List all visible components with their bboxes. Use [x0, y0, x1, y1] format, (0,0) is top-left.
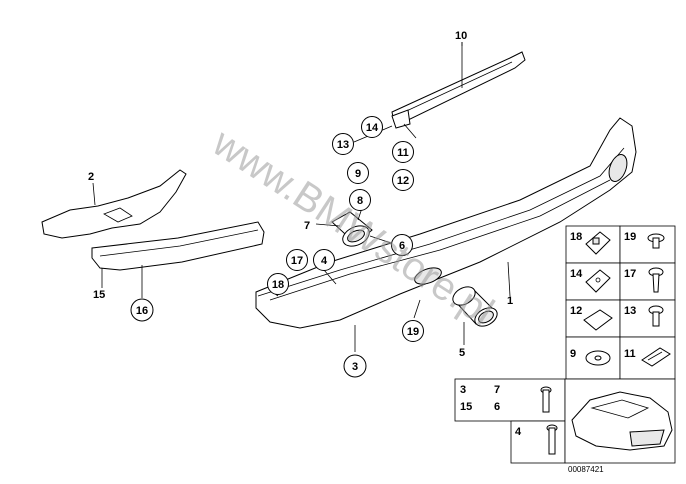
callout-16[interactable]: 16 [130, 298, 154, 322]
svg-text:13: 13 [337, 139, 349, 151]
legend-label: 19 [624, 231, 636, 243]
svg-text:8: 8 [357, 195, 363, 207]
callout-17[interactable]: 17 [286, 249, 308, 271]
callout-7[interactable]: 7 [304, 220, 310, 232]
clip-icon [641, 347, 671, 367]
svg-text:4: 4 [321, 255, 328, 267]
svg-text:5: 5 [459, 347, 465, 359]
rivet-icon [540, 386, 552, 413]
callout-10[interactable]: 10 [455, 30, 467, 42]
legend-label: 3 [460, 384, 466, 396]
legend-label: 6 [494, 401, 500, 413]
clip-nut-icon [585, 269, 611, 293]
svg-text:16: 16 [136, 305, 148, 317]
callout-15[interactable]: 15 [93, 289, 105, 301]
legend-label: 11 [624, 348, 636, 360]
svg-text:15: 15 [93, 289, 105, 301]
clip-nut-icon [585, 231, 611, 255]
svg-text:7: 7 [304, 220, 310, 232]
part-tailpipe [452, 286, 498, 345]
svg-text:11: 11 [397, 147, 409, 159]
svg-text:10: 10 [455, 30, 467, 42]
callout-12[interactable]: 12 [392, 169, 414, 191]
part-lower-strip [91, 221, 265, 298]
callout-2[interactable]: 2 [88, 171, 94, 183]
svg-text:19: 19 [407, 326, 419, 338]
svg-text:18: 18 [272, 279, 284, 291]
part-trim-ring [315, 207, 395, 247]
callout-6[interactable]: 6 [391, 234, 413, 256]
plate-icon [583, 309, 613, 331]
screw-icon [648, 267, 664, 293]
legend-label: 12 [570, 305, 582, 317]
callout-1[interactable]: 1 [507, 295, 513, 307]
callout-13[interactable]: 13 [332, 133, 354, 155]
svg-text:12: 12 [397, 175, 409, 187]
legend-label: 17 [624, 268, 636, 280]
svg-text:2: 2 [88, 171, 94, 183]
callout-9[interactable]: 9 [347, 162, 369, 184]
callout-19[interactable]: 19 [402, 320, 424, 342]
callout-3[interactable]: 3 [343, 354, 367, 378]
screw-icon [648, 305, 664, 327]
part-bumper-panel [255, 117, 637, 352]
svg-text:17: 17 [291, 255, 303, 267]
legend-label: 18 [570, 231, 582, 243]
reference-number: 00087421 [568, 465, 604, 474]
car-outline-icon [571, 391, 673, 451]
callout-5[interactable]: 5 [459, 347, 465, 359]
legend-label: 14 [570, 268, 583, 280]
callout-8[interactable]: 8 [349, 189, 371, 211]
svg-text:6: 6 [399, 240, 405, 252]
svg-text:14: 14 [366, 122, 379, 134]
part-upper-bracket [41, 169, 187, 239]
callout-14[interactable]: 14 [361, 116, 383, 138]
callout-11[interactable]: 11 [392, 141, 414, 163]
washer-icon [585, 350, 611, 366]
legend-label: 9 [570, 348, 576, 360]
legend-label: 13 [624, 305, 636, 317]
callout-18[interactable]: 18 [267, 273, 289, 295]
svg-text:3: 3 [352, 361, 358, 373]
part-rail-bracket [391, 42, 526, 129]
callout-4[interactable]: 4 [313, 249, 335, 271]
screw-icon [647, 233, 665, 249]
rivet-icon [546, 424, 558, 455]
legend-label: 15 [460, 401, 472, 413]
legend-label: 4 [515, 426, 522, 438]
svg-text:9: 9 [355, 168, 361, 180]
svg-text:1: 1 [507, 295, 513, 307]
legend-label: 7 [494, 384, 500, 396]
